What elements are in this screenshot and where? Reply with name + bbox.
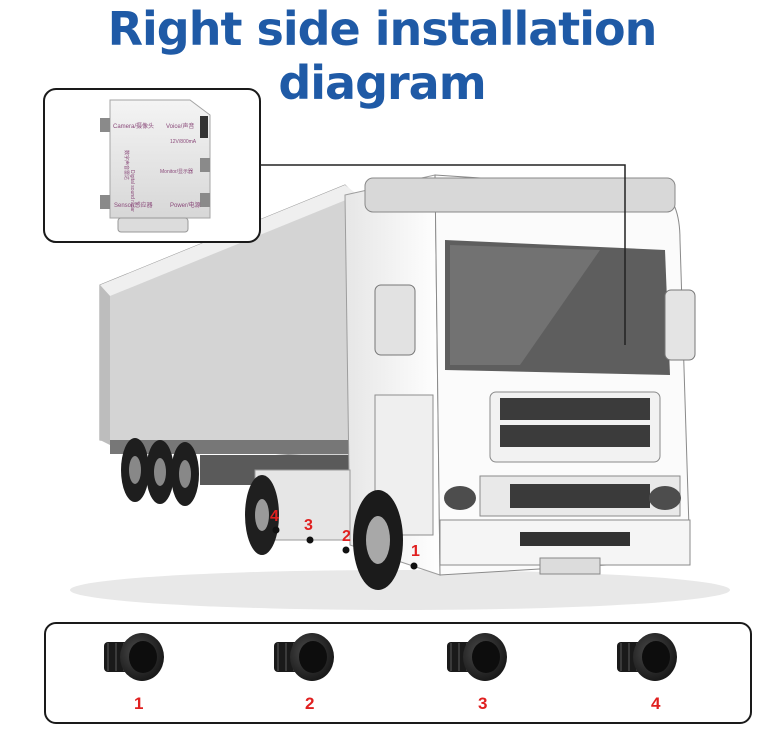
box-label-camera: Camera/摄像头 <box>113 124 155 130</box>
ground-shadow <box>70 570 730 610</box>
sensor-product-1 <box>104 633 164 681</box>
control-box-inset <box>43 88 261 243</box>
sensor-product-4 <box>617 633 677 681</box>
sensor-label-4: 4 <box>651 694 661 713</box>
page-title: Right side installation diagram <box>107 2 658 110</box>
trailer-wheels <box>121 438 199 506</box>
sensor-label-3: 3 <box>478 694 488 713</box>
pointer-line <box>260 164 626 345</box>
sensor-label-2: 2 <box>305 694 315 713</box>
truck-sensor-label-1: 1 <box>411 543 420 560</box>
sensor-product-3 <box>447 633 507 681</box>
sensor-products <box>104 633 677 681</box>
truck-sensor-dots <box>272 526 418 570</box>
box-label-voice: Voice/声音 <box>166 124 195 130</box>
sensor-label-1: 1 <box>134 694 144 713</box>
cab-front <box>364 174 696 576</box>
tractor-wheels <box>245 475 403 590</box>
box-label-power-spec: 12V/800mA <box>170 139 197 145</box>
truck-sensor-label-4: 4 <box>270 508 279 525</box>
box-label-sensor: Sensor/感应器 <box>114 203 153 209</box>
box-label-power: Power/电源 <box>170 203 201 209</box>
box-label-product-cn: 数字声音雷达 <box>123 150 129 181</box>
truck-sensor-label-3: 3 <box>304 517 313 534</box>
sensor-product-2 <box>274 633 334 681</box>
sensor-product-strip <box>44 622 752 724</box>
truck-sensor-label-2: 2 <box>342 528 351 545</box>
box-label-monitor: Monitor/显示器 <box>160 169 194 175</box>
